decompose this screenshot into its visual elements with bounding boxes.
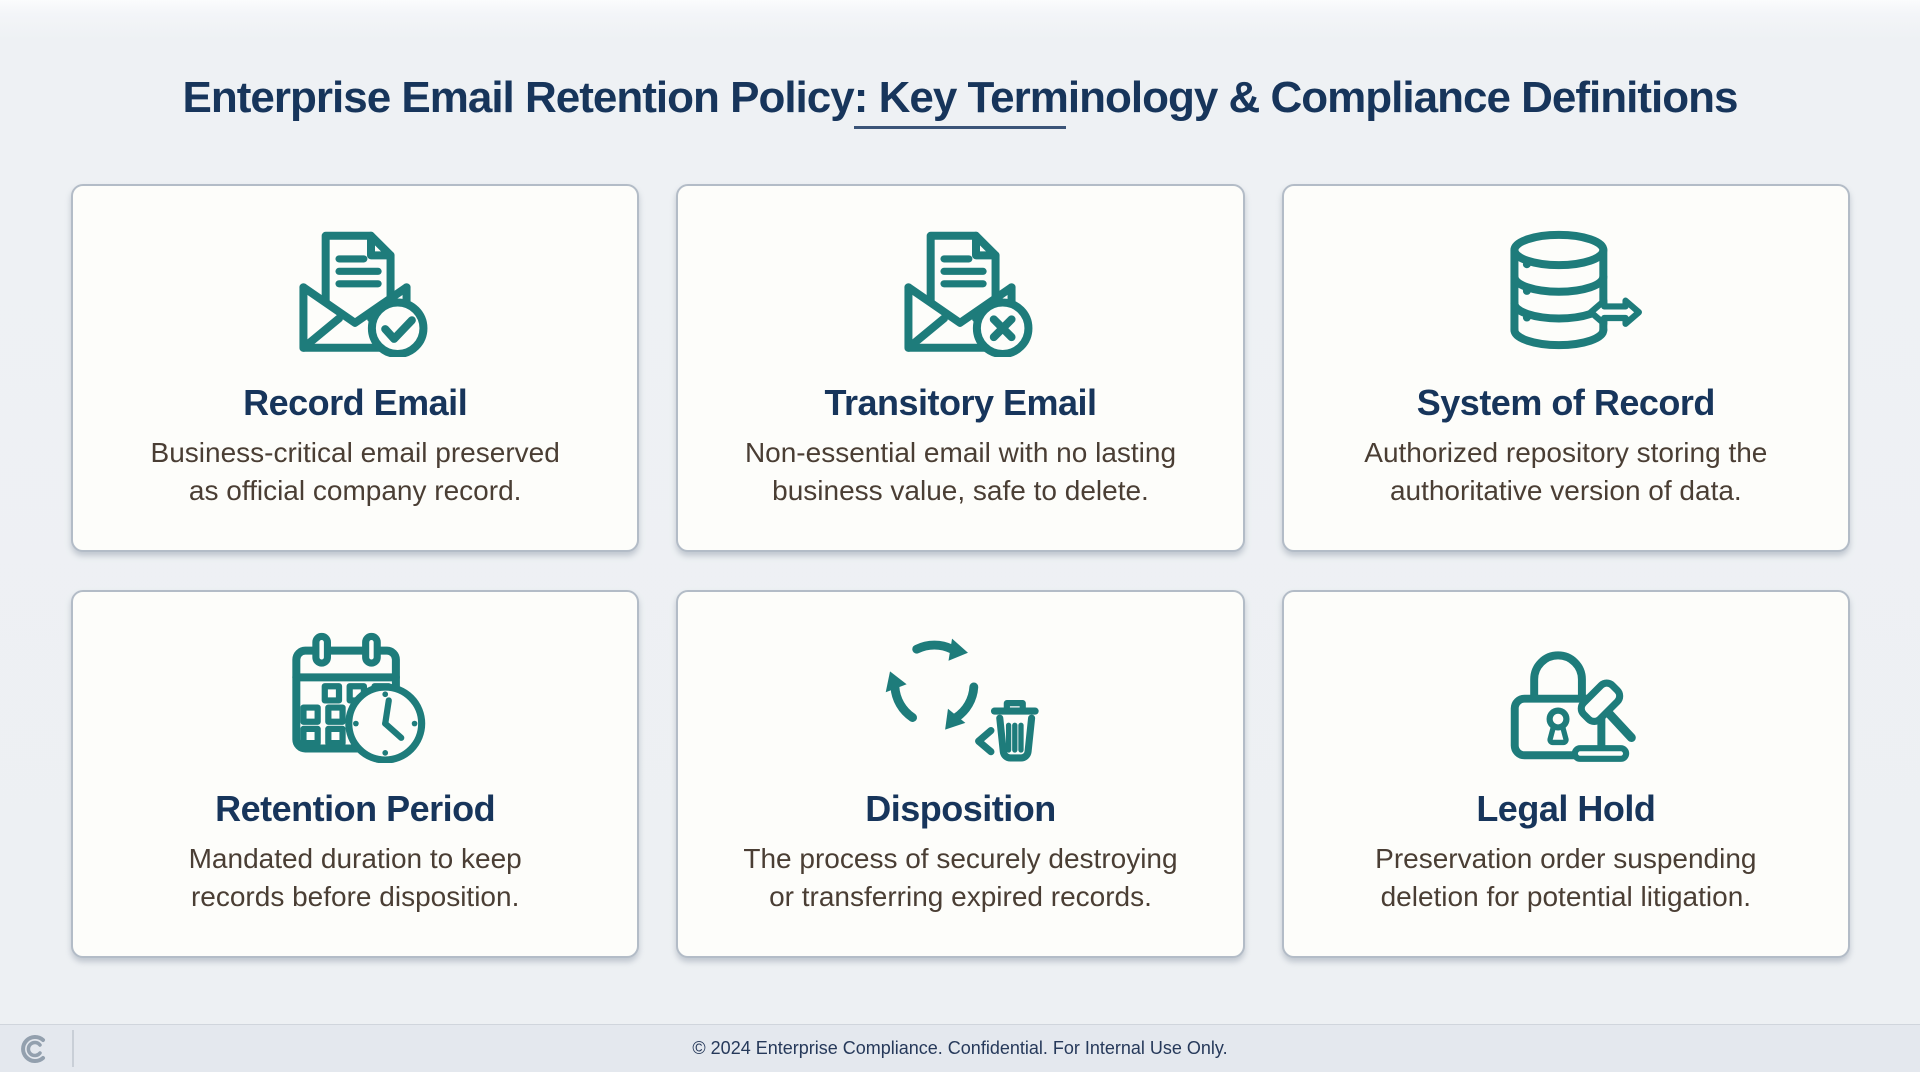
card-transitory-email: Transitory Email Non-essential email wit… — [676, 184, 1245, 552]
card-description: The process of securely destroying or tr… — [743, 843, 1178, 913]
card-description: Business-critical email preserved as off… — [150, 437, 560, 507]
card-title: Transitory Email — [824, 382, 1097, 423]
card-title: Record Email — [243, 382, 468, 423]
compliance-logo-icon — [21, 1035, 45, 1063]
footer-copyright: © 2024 Enterprise Compliance. Confidenti… — [692, 1038, 1228, 1058]
recycle-trash-icon — [876, 622, 1044, 770]
card-legal-hold: Legal Hold Preservation order suspending… — [1281, 590, 1850, 958]
card-title: Retention Period — [215, 788, 496, 829]
card-system-of-record: System of Record Authorized repository s… — [1281, 184, 1850, 552]
card-record-email: Record Email Business-critical email pre… — [71, 184, 640, 552]
card-disposition: Disposition The process of securely dest… — [676, 590, 1245, 958]
footer-divider — [72, 1030, 74, 1067]
card-description: Authorized repository storing the author… — [1364, 437, 1768, 507]
card-description: Preservation order suspending deletion f… — [1375, 843, 1757, 913]
card-title: Disposition — [865, 788, 1056, 829]
calendar-clock-icon — [275, 622, 435, 770]
padlock-gavel-icon — [1486, 622, 1646, 770]
card-description: Mandated duration to keep records before… — [188, 843, 522, 913]
card-description: Non-essential email with no lasting busi… — [744, 437, 1177, 507]
card-title: System of Record — [1416, 382, 1716, 423]
card-title: Legal Hold — [1476, 788, 1656, 829]
footer-bar: © 2024 Enterprise Compliance. Confidenti… — [0, 1024, 1920, 1072]
definitions-grid: Record Email Business-critical email pre… — [71, 184, 1850, 958]
card-retention-period: Retention Period Mandated duration to ke… — [71, 590, 640, 958]
envelope-document-x-icon — [880, 216, 1040, 364]
envelope-document-check-icon — [275, 216, 435, 364]
page-title: Enterprise Email Retention Policy: Key T… — [182, 73, 1739, 123]
title-underline-divider — [854, 126, 1066, 129]
database-sync-arrows-icon — [1486, 216, 1646, 364]
